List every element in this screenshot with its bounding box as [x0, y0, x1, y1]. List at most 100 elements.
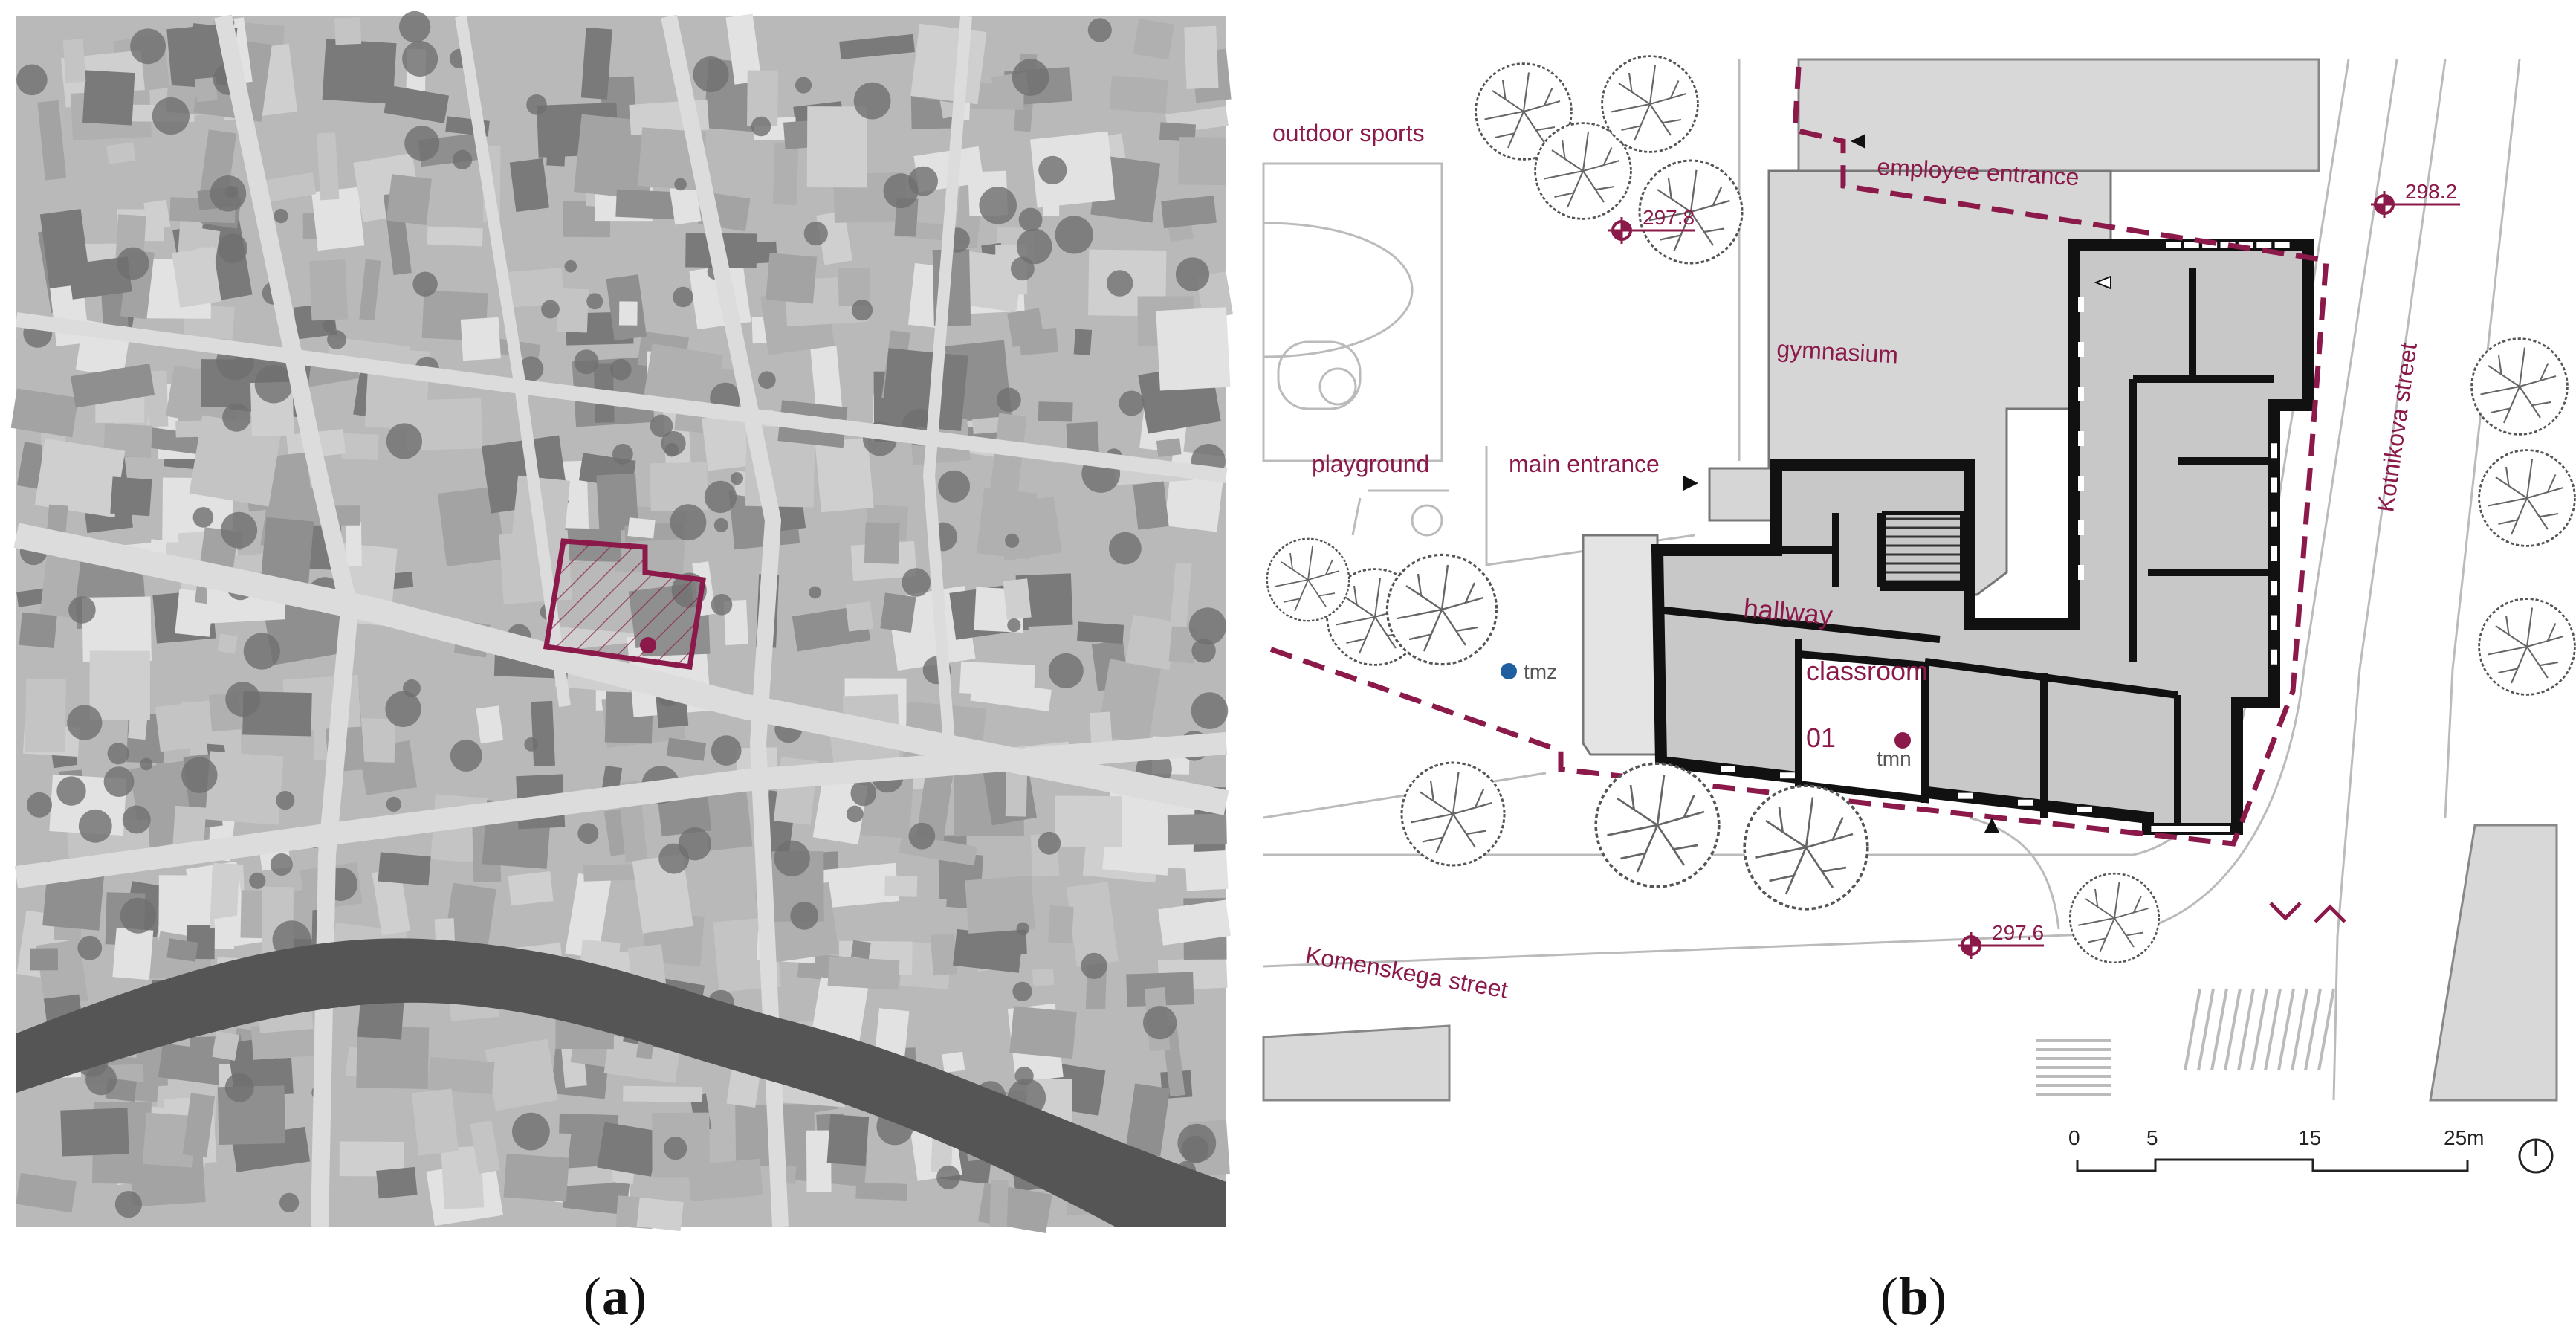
aerial-block — [372, 868, 411, 936]
crosswalk-stripe — [2264, 988, 2282, 1071]
aerial-block — [650, 462, 708, 511]
aerial-tree — [758, 371, 776, 389]
caption-a-letter: a — [602, 1267, 629, 1326]
aerial-block — [89, 650, 150, 720]
scale-tick-5: 5 — [2146, 1126, 2158, 1149]
neighbour-building-south — [1262, 1024, 1451, 1102]
classroom-01-room — [1795, 650, 1929, 804]
aerial-tree — [222, 403, 251, 432]
aerial-tree — [673, 286, 693, 308]
aerial-block — [386, 174, 432, 225]
chevron-up-icon — [2314, 904, 2346, 923]
caption-a: ( a ) — [583, 1267, 647, 1326]
aerial-block — [25, 678, 66, 753]
aerial-block — [989, 1180, 1009, 1227]
aerial-block — [881, 348, 968, 432]
aerial-block — [37, 100, 67, 181]
aerial-tree — [938, 470, 971, 503]
aerial-tree — [77, 935, 103, 960]
scale-tick-0: 0 — [2068, 1126, 2080, 1149]
aerial-tree — [541, 300, 560, 319]
aerial-block — [1097, 659, 1162, 744]
aerial-tree — [103, 766, 135, 797]
aerial-block — [341, 433, 379, 461]
crosswalk-stripe — [2224, 988, 2242, 1071]
aerial-tree — [56, 776, 86, 806]
aerial-block — [359, 259, 381, 321]
aerial-tree — [693, 56, 729, 92]
aerial-block — [851, 940, 871, 960]
aerial-block — [884, 875, 918, 897]
aerial-block — [311, 187, 365, 251]
aerial-tree — [385, 691, 421, 728]
aerial-block — [182, 1093, 216, 1158]
aerial-block — [1184, 25, 1219, 89]
aerial-tree — [68, 596, 96, 624]
caption-a-close: ) — [629, 1267, 647, 1326]
aerial-block — [597, 1122, 659, 1177]
aerial-block — [1167, 813, 1227, 846]
north-arrow-icon — [2518, 1138, 2554, 1174]
aerial-block — [378, 852, 431, 886]
aerial-block — [845, 601, 874, 632]
aerial-block — [136, 1047, 169, 1088]
aerial-tree — [751, 116, 771, 137]
scale-tick-15: 15 — [2298, 1126, 2321, 1149]
crosswalk-stripe — [2250, 988, 2268, 1071]
aerial-tree — [254, 365, 294, 404]
aerial-tree — [78, 809, 112, 843]
aerial-tree — [1087, 18, 1112, 42]
aerial-block — [1125, 1083, 1171, 1157]
aerial-tree — [1081, 952, 1107, 979]
aerial-tree — [526, 94, 547, 115]
aerial-block — [1156, 438, 1182, 457]
crosswalk-stripe — [2197, 988, 2215, 1071]
aerial-block — [855, 1182, 907, 1201]
aerial-block — [110, 476, 152, 517]
aerial-block — [1076, 621, 1124, 644]
aerial-block — [1185, 850, 1229, 891]
aerial-block — [644, 343, 724, 408]
label-classroom: classroom — [1806, 656, 1928, 686]
aerial-tree — [152, 97, 190, 135]
aerial-block — [476, 705, 504, 744]
aerial-block — [411, 1088, 459, 1156]
aerial-block — [485, 1038, 558, 1111]
aerial-tree — [518, 356, 544, 381]
aerial-block — [71, 364, 155, 408]
aerial-tree — [851, 299, 873, 321]
aerial-block — [1156, 307, 1231, 391]
aerial-block — [1073, 329, 1093, 355]
aerial-tree — [1119, 390, 1145, 416]
aerial-block — [838, 267, 871, 307]
aerial-tree — [809, 586, 821, 599]
label-playground: playground — [1312, 450, 1429, 477]
aerial-block — [726, 1067, 761, 1108]
main-entrance-arrow — [1683, 476, 1698, 491]
aerial-tree — [1106, 270, 1133, 297]
aerial-tree — [1181, 1135, 1209, 1164]
aerial-block — [339, 1141, 404, 1177]
aerial-block — [16, 1172, 77, 1213]
annex-building — [1582, 534, 1659, 756]
aerial-tree — [412, 271, 438, 297]
aerial-block — [930, 933, 958, 976]
aerial-tree — [1055, 216, 1093, 254]
aerial-tree — [936, 1165, 961, 1189]
aerial-block — [166, 938, 198, 962]
aerial-block — [615, 189, 682, 220]
aerial-tree — [1014, 1066, 1034, 1086]
aerial-block — [806, 106, 867, 188]
aerial-block — [346, 522, 362, 566]
aerial-tree — [122, 805, 151, 834]
aerial-block — [322, 39, 397, 104]
aerial-block — [839, 33, 915, 60]
aerial-block — [1133, 481, 1169, 530]
aerial-block — [82, 596, 152, 662]
aerial-block — [470, 1120, 501, 1175]
aerial-river — [16, 938, 1226, 1227]
aerial-block — [573, 114, 658, 200]
label-outdoor-sports: outdoor sports — [1272, 120, 1425, 146]
aerial-block — [766, 253, 818, 304]
